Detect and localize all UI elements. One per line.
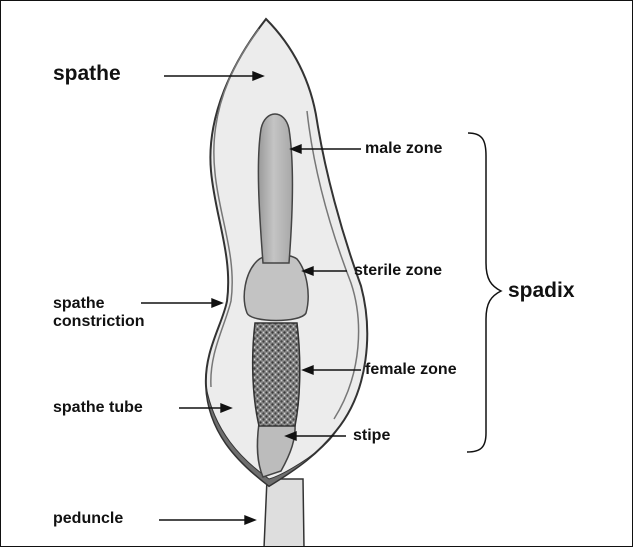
label-peduncle: peduncle — [53, 510, 123, 528]
label-spathe-constriction: spathe constriction — [53, 295, 173, 332]
label-sterile-zone: sterile zone — [354, 262, 442, 280]
label-spathe: spathe — [53, 62, 121, 86]
male-zone-shape — [258, 114, 292, 263]
spadix-brace — [467, 133, 501, 452]
label-spadix: spadix — [508, 279, 575, 303]
label-spathe-tube: spathe tube — [53, 399, 143, 417]
female-zone-shape — [253, 323, 300, 426]
label-female-zone: female zone — [365, 361, 457, 379]
label-stipe: stipe — [353, 427, 390, 445]
label-male-zone: male zone — [365, 140, 442, 158]
peduncle-stalk — [264, 479, 304, 547]
sterile-zone-shape — [244, 255, 308, 321]
